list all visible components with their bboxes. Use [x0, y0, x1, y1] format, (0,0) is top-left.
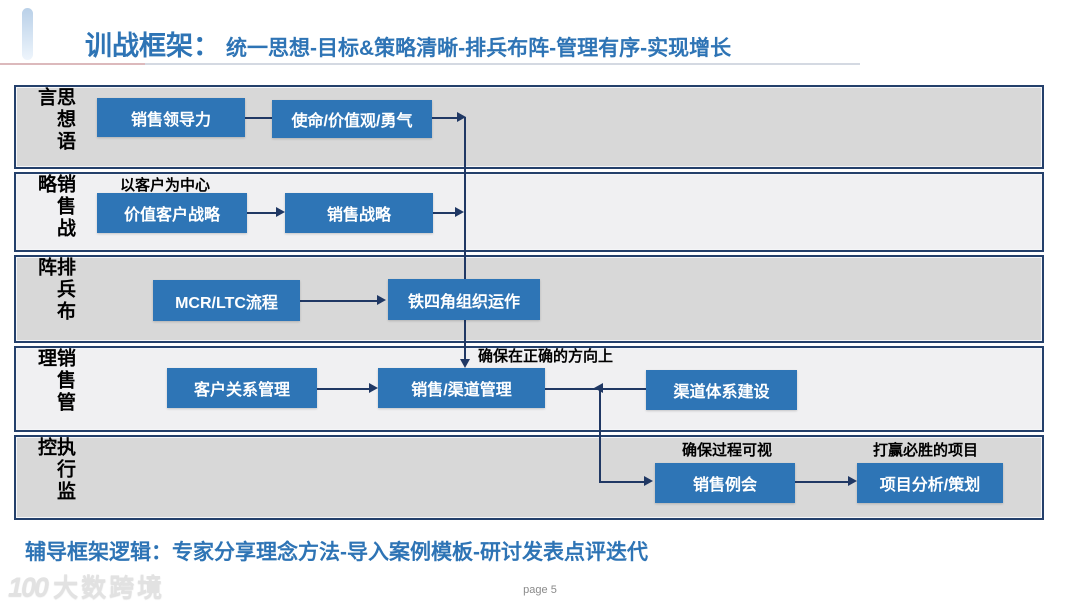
node-mission-values-courage: 使命/价值观/勇气 [272, 100, 432, 138]
arrowhead-right-icon [848, 476, 857, 486]
node-sales-channel-mgmt: 销售/渠道管理 [378, 368, 545, 408]
note-process-visible: 确保过程可视 [682, 442, 773, 459]
title-subtitle: 统一思想-目标&策略清晰-排兵布阵-管理有序-实现增长 [226, 37, 732, 60]
band-label: 执行监控 [35, 437, 75, 503]
connector-to-salesmeeting [599, 481, 645, 483]
arrowhead-right-icon [644, 476, 653, 486]
connector-mission-out [432, 117, 458, 119]
connector-leadership-to-mission [243, 117, 273, 119]
title-underline-left [0, 63, 145, 65]
node-sales-meeting: 销售例会 [655, 463, 795, 503]
footer-coaching-logic: 辅导框架逻辑：专家分享理念方法-导入案例模板-研讨发表点评迭代 [25, 541, 648, 564]
node-iron-square-operation: 铁四角组织运作 [388, 279, 540, 320]
arrowhead-right-icon [369, 383, 378, 393]
title-prefix: 训战框架： [85, 31, 220, 61]
page-title: 训战框架： 统一思想-目标&策略清晰-排兵布阵-管理有序-实现增长 [85, 24, 731, 63]
connector-meeting-to-project [795, 481, 849, 483]
band-sales-strategy: 销售战略 [14, 172, 1044, 252]
connector-mcr-to-ironsquare [300, 300, 378, 302]
arrowhead-right-icon [276, 207, 285, 217]
connector-crm-to-channelmgmt [317, 388, 370, 390]
node-value-customer-strategy: 价值客户战略 [97, 193, 247, 233]
note-customer-centric: 以客户为中心 [120, 177, 211, 194]
band-label: 排兵布阵 [35, 257, 75, 323]
node-project-analysis-planning: 项目分析/策划 [857, 463, 1003, 503]
node-sales-strategy: 销售战略 [285, 193, 433, 233]
page-number: page 5 [523, 584, 557, 596]
band-label: 思想语言 [35, 87, 75, 153]
logo-text: 大数跨境 [53, 574, 166, 602]
logo: 100 大数跨境 [8, 568, 165, 604]
arrowhead-right-icon [455, 207, 464, 217]
band-label: 销售战略 [35, 174, 75, 240]
node-mcr-ltc-process: MCR/LTC流程 [153, 280, 300, 321]
node-channel-system-building: 渠道体系建设 [646, 370, 797, 410]
connector-main-vertical [464, 117, 466, 362]
connector-salesstrategy-out [433, 212, 455, 214]
band-label: 销售管理 [35, 348, 75, 414]
arrowhead-left-icon [594, 383, 603, 393]
title-accent-bar [22, 8, 33, 60]
note-right-direction: 确保在正确的方向上 [478, 348, 614, 365]
arrowhead-right-icon [377, 295, 386, 305]
connector-value-to-salesstrategy [247, 212, 277, 214]
node-sales-leadership: 销售领导力 [97, 98, 245, 137]
logo-100-icon: 100 [8, 572, 49, 602]
arrowhead-down-icon [460, 359, 470, 368]
arrowhead-right-icon [457, 112, 466, 122]
connector-junction-vertical [599, 389, 601, 482]
note-win-projects: 打赢必胜的项目 [873, 442, 979, 459]
title-underline-right [145, 63, 860, 65]
node-customer-relationship-mgmt: 客户关系管理 [167, 368, 317, 408]
